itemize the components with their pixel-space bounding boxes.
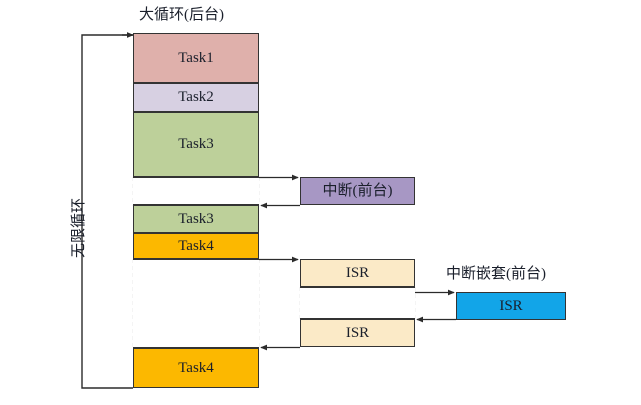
block-task4-first[interactable]: Task4	[133, 233, 259, 259]
block-foreground-interrupt[interactable]: 中断(前台)	[300, 177, 415, 205]
label-infinite-loop: 无限循环	[71, 197, 87, 258]
block-nested-isr[interactable]: ISR	[456, 292, 566, 320]
block-idle-gap-upper	[133, 177, 259, 205]
block-task2[interactable]: Task2	[133, 83, 259, 112]
label-nested-interrupt-title: 中断嵌套(前台)	[446, 266, 546, 282]
block-isr-resumed[interactable]: ISR	[300, 319, 415, 347]
block-idle-gap-lower	[133, 259, 259, 348]
block-task3-resumed[interactable]: Task3	[133, 205, 259, 233]
label-main-loop-title: 大循环(后台)	[139, 7, 224, 23]
block-task3-first[interactable]: Task3	[133, 112, 259, 177]
block-task4-resumed[interactable]: Task4	[133, 348, 259, 388]
block-task1[interactable]: Task1	[133, 33, 259, 83]
block-isr-idle-gap	[300, 287, 415, 319]
infinite-loop-bracket	[81, 32, 134, 389]
block-isr-first[interactable]: ISR	[300, 259, 415, 287]
